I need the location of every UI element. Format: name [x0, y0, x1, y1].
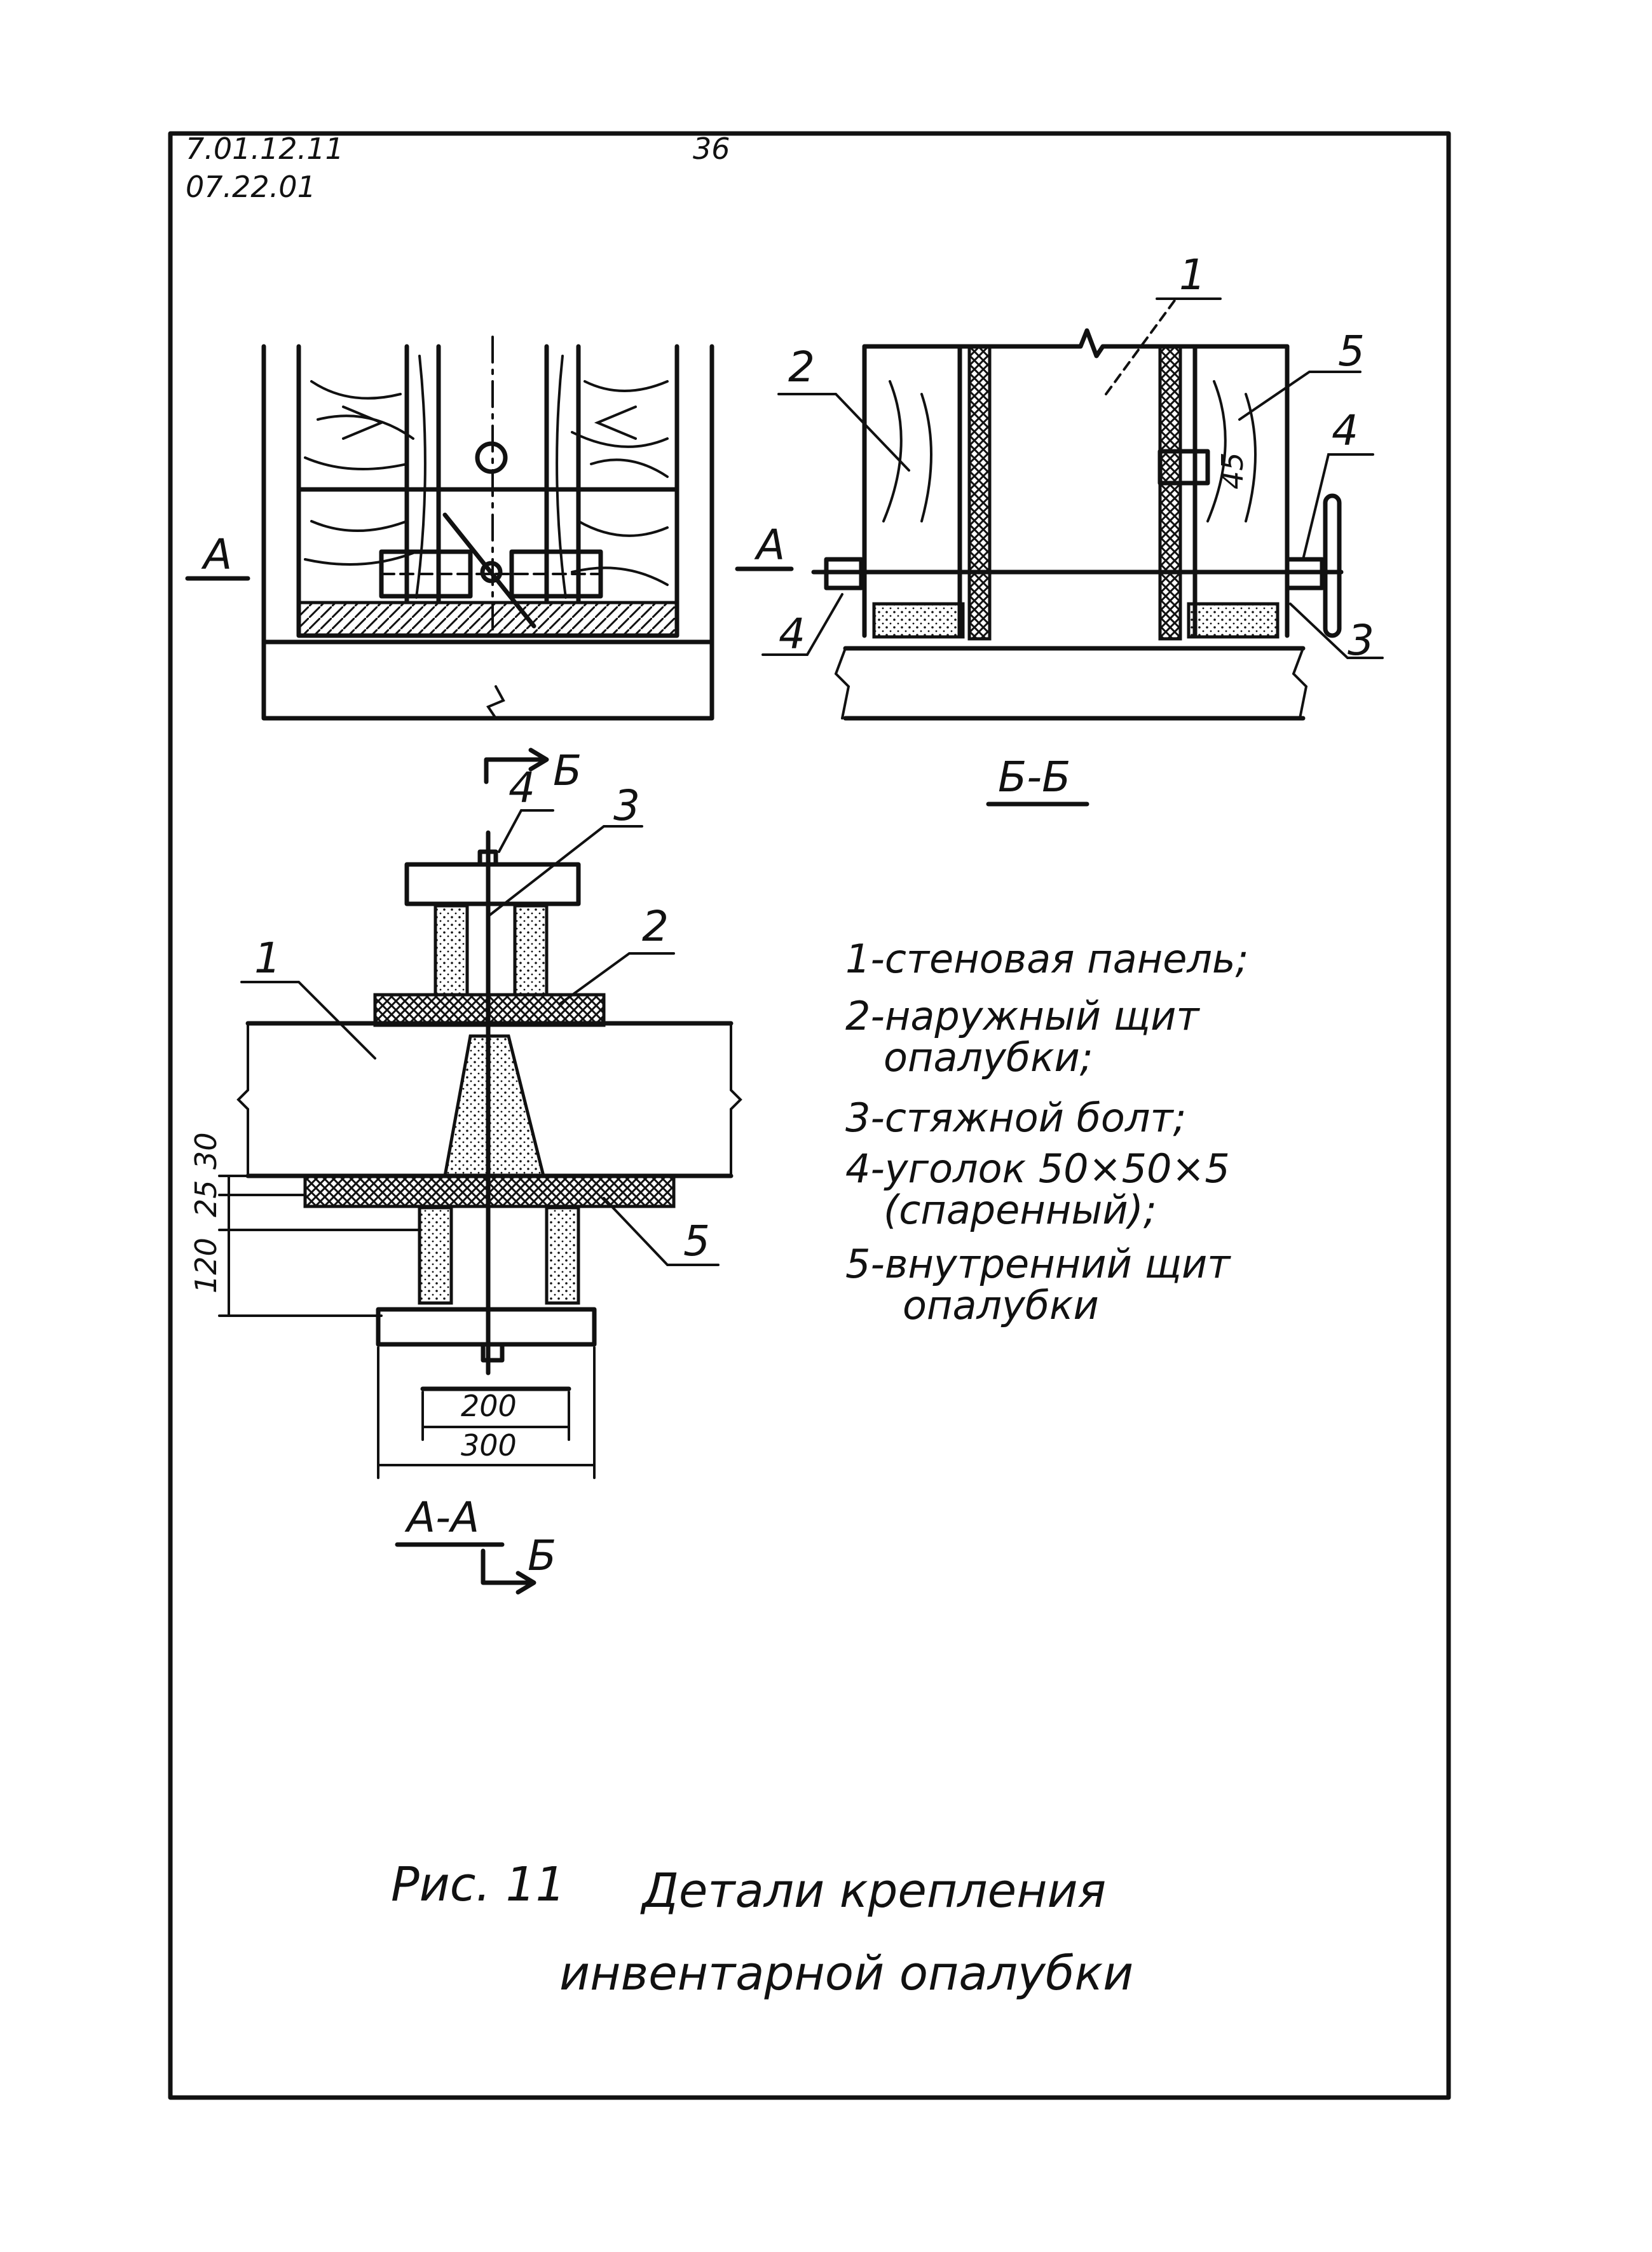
section-aa-callout-5: 5 [683, 1217, 710, 1266]
caption-figure-number: Рис. 11 [391, 1857, 566, 1912]
section-aa-callout-1: 1 [254, 934, 281, 983]
legend-item-5b: опалубки [903, 1282, 1099, 1328]
legend-item-1: 1-стеновая панель; [845, 936, 1248, 982]
sheet-frame [168, 131, 1451, 2100]
figure-caption: Рис. 11 Детали крепления инвентарной опа… [391, 1857, 1133, 2001]
facade-cut-mark-a: А [201, 530, 232, 579]
section-aa-callout-2: 2 [642, 902, 669, 951]
legend-item-5a: 5-внутренний щит [845, 1241, 1231, 1287]
caption-line-2: инвентарной опалубки [559, 1946, 1133, 2001]
page-number: 36 [693, 132, 730, 166]
section-aa-title: А-А [404, 1493, 479, 1542]
section-bb-callout-5: 5 [1338, 327, 1365, 376]
section-bb-title: Б-Б [998, 753, 1070, 802]
section-aa-cut-mark-top: Б [553, 746, 582, 795]
section-aa-callout-4: 4 [509, 763, 535, 812]
legend: 1-стеновая панель; 2-наружный щит опалуб… [845, 936, 1248, 1328]
section-bb-callout-3: 3 [1348, 616, 1374, 665]
caption-line-1: Детали крепления [640, 1864, 1106, 1918]
section-bb-cut-mark-a: А [754, 521, 785, 570]
section-bb-view: А 1 2 3 4 4 5 45 Б-Б [735, 250, 1384, 807]
sheet-code-line2: 07.22.01 [186, 170, 316, 204]
section-aa-dim-120: 120 [189, 1238, 223, 1293]
section-aa-dim-300: 300 [461, 1428, 517, 1463]
sheet-code-line1: 7.01.12.11 [186, 132, 344, 166]
section-aa-dim-30: 30 [189, 1132, 223, 1170]
section-aa-view: Б 4 3 2 1 5 30 25 12 [189, 746, 742, 1595]
section-bb-callout-4-left: 4 [779, 610, 805, 659]
legend-item-2a: 2-наружный щит [845, 993, 1200, 1039]
legend-item-2b: опалубки; [884, 1034, 1093, 1081]
section-bb-dimension-45: 45 [1215, 452, 1250, 489]
legend-item-4b: (спаренный); [884, 1187, 1157, 1233]
legend-item-4a: 4-уголок 50×50×5 [845, 1145, 1230, 1192]
section-aa-dim-25: 25 [189, 1180, 223, 1217]
facade-view: А [185, 336, 714, 721]
section-aa-cut-mark-bottom: Б [528, 1531, 556, 1580]
section-aa-dim-200: 200 [461, 1389, 517, 1423]
section-bb-callout-4-right: 4 [1332, 406, 1358, 455]
legend-item-3: 3-стяжной болт; [845, 1095, 1186, 1141]
section-aa-callout-3: 3 [613, 781, 640, 830]
section-bb-callout-2: 2 [788, 343, 815, 392]
section-bb-callout-1: 1 [1179, 250, 1206, 299]
